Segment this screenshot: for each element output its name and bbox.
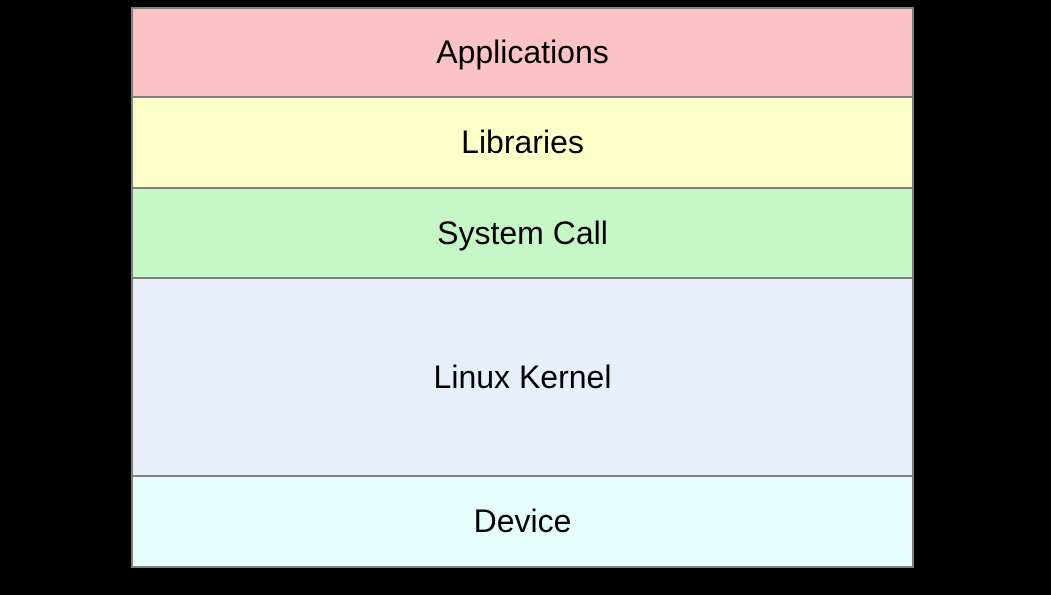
- layer-applications: Applications: [133, 9, 912, 97]
- layer-linux-kernel: Linux Kernel: [133, 277, 912, 475]
- layer-system-call-label: System Call: [437, 214, 608, 251]
- layer-applications-label: Applications: [436, 34, 609, 71]
- layer-system-call: System Call: [133, 187, 912, 278]
- layer-device-label: Device: [473, 502, 572, 539]
- layer-device: Device: [133, 474, 912, 566]
- layer-libraries-label: Libraries: [461, 124, 584, 161]
- layer-libraries: Libraries: [133, 96, 912, 188]
- architecture-stack: Applications Libraries System Call Linux…: [131, 7, 914, 568]
- layer-linux-kernel-label: Linux Kernel: [433, 358, 612, 395]
